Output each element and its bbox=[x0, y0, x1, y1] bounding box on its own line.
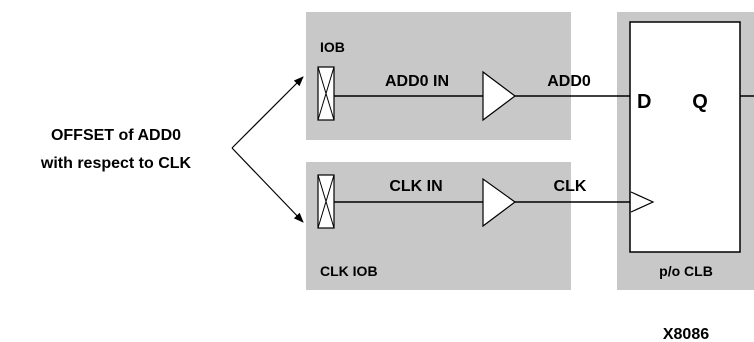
add0-in-label: ADD0 IN bbox=[385, 73, 449, 90]
figure-id: X8086 bbox=[663, 326, 709, 342]
clk-in-label: CLK IN bbox=[389, 178, 442, 195]
add0-buffer bbox=[482, 70, 516, 122]
clk-iob-title: CLK IOB bbox=[320, 263, 378, 279]
clock-input-triangle-icon bbox=[630, 191, 655, 213]
offset-label-line2: with respect to CLK bbox=[40, 155, 192, 172]
q-output-label: Q bbox=[692, 91, 708, 113]
d-input-label: D bbox=[637, 91, 651, 113]
clk-iob-block bbox=[306, 162, 571, 290]
iob-pad-icon bbox=[317, 66, 335, 121]
clk-iob-pad-icon bbox=[317, 174, 335, 229]
clb-caption: p/o CLB bbox=[659, 263, 713, 279]
clk-out-label: CLK bbox=[554, 178, 587, 195]
offset-arrow-up bbox=[231, 76, 304, 149]
flip-flop-box bbox=[629, 21, 741, 253]
iob-title: IOB bbox=[320, 39, 345, 55]
offset-arrow-down bbox=[231, 147, 304, 223]
add0-out-label: ADD0 bbox=[547, 73, 591, 90]
iob-block bbox=[306, 12, 571, 140]
clk-buffer bbox=[482, 177, 517, 228]
offset-label-line1: OFFSET of ADD0 bbox=[51, 127, 181, 144]
